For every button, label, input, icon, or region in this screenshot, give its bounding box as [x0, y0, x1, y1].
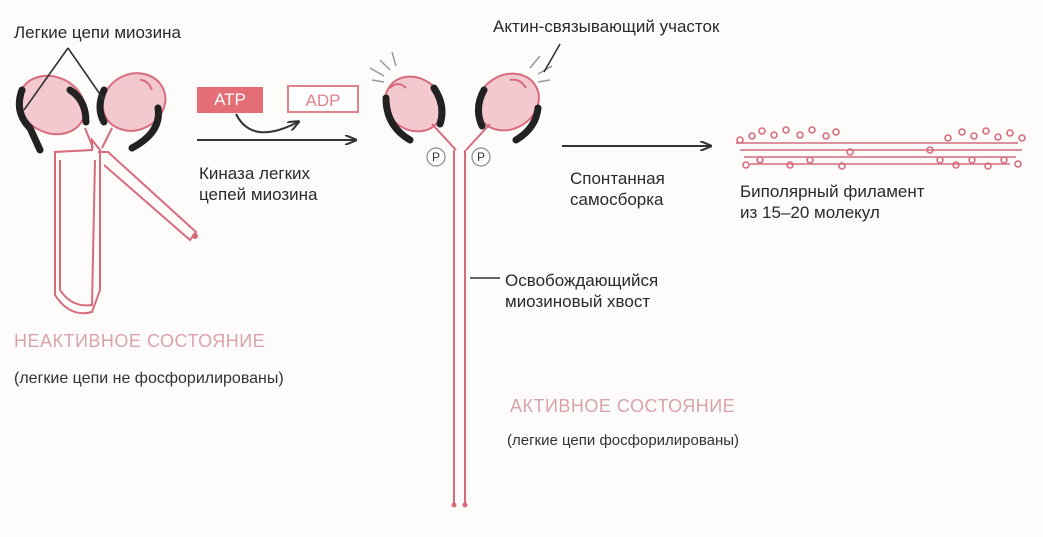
- active-tail-end-2: [462, 502, 468, 508]
- inactive-light-chain-3: [96, 86, 108, 126]
- phosphate-right: [471, 147, 491, 167]
- inactive-state-subtitle: (легкие цепи не фосфорилированы): [14, 370, 284, 387]
- phosphorylation-arrow: [197, 113, 355, 140]
- self-assembly-line-2: самосборка: [570, 190, 664, 209]
- released-tail-line-1: Освобождающийся: [505, 271, 659, 290]
- actin-site-pointer: [543, 43, 561, 73]
- filament-heads-left: [736, 126, 854, 170]
- phosphate-left: [426, 147, 446, 167]
- atp-box: ATP: [197, 87, 263, 113]
- inactive-light-chain-1: [15, 86, 44, 154]
- light-chains-label: Легкие цепи миозина: [14, 23, 181, 42]
- inactive-head-right: [101, 72, 167, 132]
- active-state-subtitle: (легкие цепи фосфорилированы): [507, 432, 740, 449]
- active-head-right-notch: [509, 78, 527, 89]
- inactive-neck: [84, 127, 113, 149]
- bipolar-filament-line-1: Биполярный филамент: [740, 182, 925, 201]
- phosphate-left-label: P: [432, 150, 440, 164]
- released-tail-label: Освобождающийся миозиновый хвост: [505, 270, 658, 312]
- inactive-state-title: НЕАКТИВНОЕ СОСТОЯНИЕ: [14, 331, 266, 351]
- active-state-title: АКТИВНОЕ СОСТОЯНИЕ: [510, 396, 736, 416]
- active-tail: [453, 150, 466, 504]
- phosphate-right-label: P: [477, 150, 485, 164]
- active-neck: [431, 123, 491, 151]
- active-head-left-notch: [389, 83, 407, 89]
- active-tail-end-1: [451, 502, 457, 508]
- bipolar-filament: [736, 126, 1026, 170]
- kinase-label: Киназа легких цепей миозина: [199, 163, 317, 205]
- filament-rods: [736, 142, 1022, 165]
- active-light-chain-3: [475, 86, 488, 130]
- bipolar-filament-label: Биполярный филамент из 15–20 молекул: [740, 181, 925, 223]
- inactive-myosin: [15, 47, 198, 315]
- inactive-tail-inner: [59, 159, 96, 307]
- adp-box: ADP: [287, 85, 359, 113]
- inactive-light-chain-4: [128, 104, 162, 152]
- light-chains-pointer: [23, 47, 105, 111]
- bipolar-filament-line-2: из 15–20 молекул: [740, 203, 880, 222]
- sparkle-left: [369, 51, 397, 83]
- released-tail-line-2: миозиновый хвост: [505, 292, 651, 311]
- active-light-chain-1: [382, 94, 414, 144]
- kinase-label-line-1: Киназа легких: [199, 164, 311, 183]
- inactive-tail-arm: [98, 151, 198, 242]
- kinase-label-line-2: цепей миозина: [199, 185, 318, 204]
- active-myosin: P P: [369, 43, 561, 508]
- inactive-light-chain-2: [66, 86, 90, 126]
- filament-heads-right: [926, 127, 1026, 170]
- self-assembly-label: Спонтанная самосборка: [570, 168, 665, 210]
- sparkle-right: [529, 55, 553, 83]
- inactive-tail-end: [192, 233, 198, 239]
- inactive-folded-tail: [54, 137, 101, 315]
- actin-binding-site-label: Актин-связывающий участок: [493, 17, 720, 36]
- active-light-chain-4: [512, 104, 542, 144]
- active-light-chain-2: [430, 84, 446, 128]
- self-assembly-line-1: Спонтанная: [570, 169, 665, 188]
- inactive-head-notch: [139, 79, 153, 91]
